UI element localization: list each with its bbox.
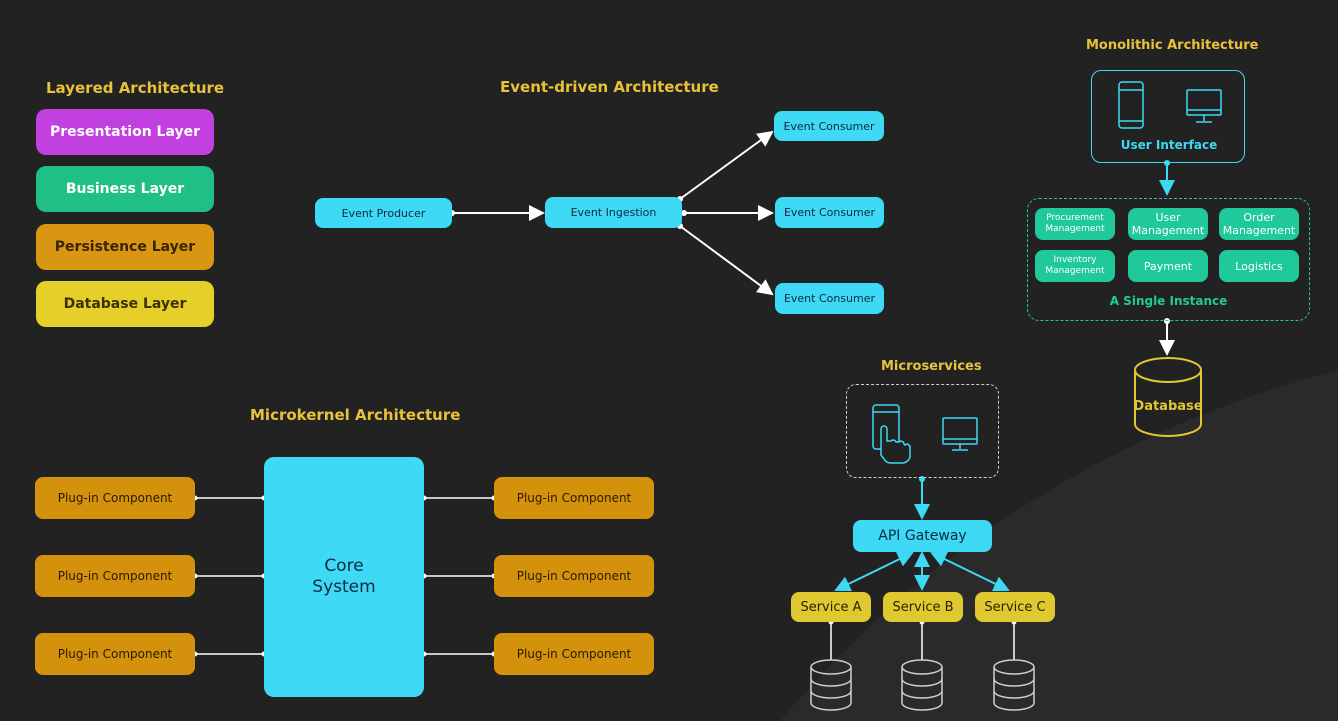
payment-module: Payment [1128,250,1208,282]
business-layer: Business Layer [36,166,214,212]
client-devices-box [846,384,999,478]
logistics-module: Logistics [1219,250,1299,282]
touch-phone-icon [872,404,911,464]
monitor-icon [1186,89,1222,123]
service-a: Service A [791,592,871,622]
event-ingestion: Event Ingestion [545,197,682,228]
event-consumer-2: Event Consumer [775,197,884,228]
database-layer: Database Layer [36,281,214,327]
order-management: Order Management [1219,208,1299,240]
presentation-layer: Presentation Layer [36,109,214,155]
single-instance-box [1027,198,1310,321]
ui-devices [1118,81,1222,129]
plugin-right-2: Plug-in Component [494,555,654,597]
mobile-icon [1118,81,1144,129]
monitor-icon [942,417,978,451]
microkernel-title: Microkernel Architecture [250,406,461,424]
database-label: Database [1133,399,1203,414]
api-gateway: API Gateway [853,520,992,552]
core-system: Core System [264,457,424,697]
inventory-management: Inventory Management [1035,250,1115,282]
core-line-1: Core [324,556,364,576]
plugin-left-3: Plug-in Component [35,633,195,675]
event-consumer-1: Event Consumer [774,111,884,141]
event-producer: Event Producer [315,198,452,228]
single-instance-label: A Single Instance [1109,294,1228,308]
persistence-layer: Persistence Layer [36,224,214,270]
plugin-right-1: Plug-in Component [494,477,654,519]
service-c: Service C [975,592,1055,622]
service-b: Service B [883,592,963,622]
procurement-management: Procurement Management [1035,208,1115,240]
core-line-2: System [312,577,376,597]
layered-title: Layered Architecture [46,79,225,97]
database-icon-c [993,659,1035,711]
user-interface-label: User Interface [1120,138,1218,152]
microservices-title: Microservices [881,359,982,374]
user-management: User Management [1128,208,1208,240]
monolithic-title: Monolithic Architecture [1086,38,1259,53]
event-driven-title: Event-driven Architecture [500,78,719,96]
plugin-left-2: Plug-in Component [35,555,195,597]
database-icon [1134,357,1202,437]
user-interface-box: User Interface [1091,70,1245,163]
client-devices [872,404,978,464]
event-consumer-3: Event Consumer [775,283,884,314]
service-databases [810,659,1035,711]
database-icon-b [901,659,943,711]
plugin-right-3: Plug-in Component [494,633,654,675]
plugin-left-1: Plug-in Component [35,477,195,519]
database-icon-a [810,659,852,711]
